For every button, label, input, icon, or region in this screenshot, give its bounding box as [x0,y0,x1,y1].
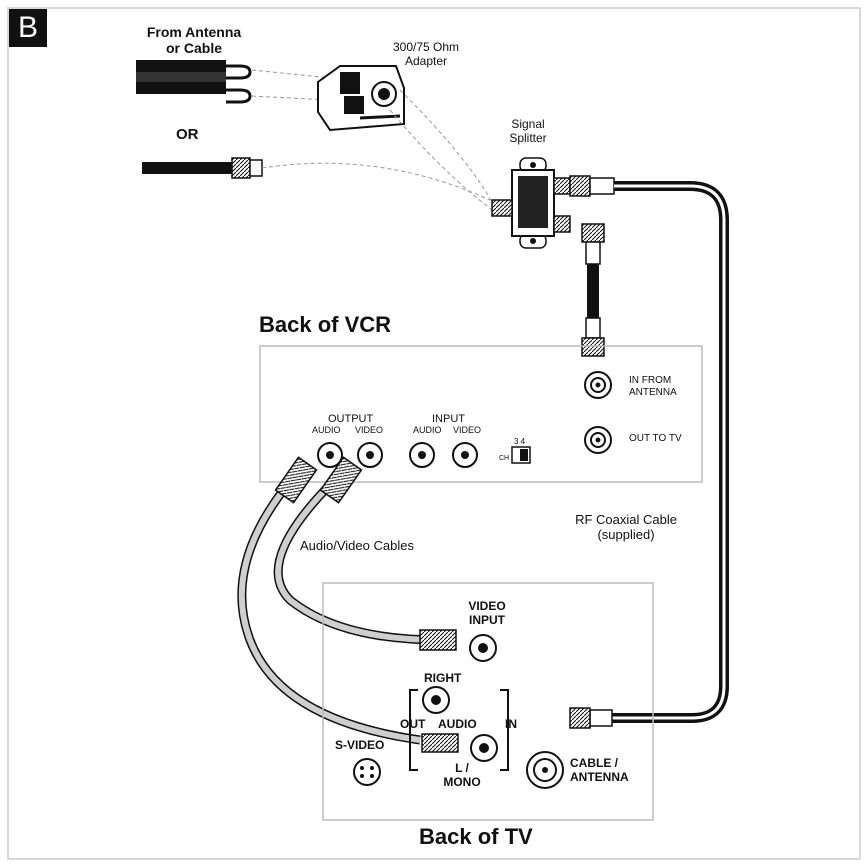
tv-out: OUT [400,717,426,731]
source-label: From Antenna or Cable [146,24,242,57]
figure-badge: B [9,9,47,47]
vcr-output-audio: AUDIO [312,425,341,435]
coax-source [142,157,263,179]
vcr-input-label: INPUT [432,413,465,425]
vcr-out-to-tv: OUT TO TV [629,433,682,444]
splitter-to-vcr-cable [581,223,605,357]
tv-l-mono: L / MONO [443,761,481,789]
or-label: OR [176,126,199,143]
vcr-output-video: VIDEO [355,425,384,435]
vcr-input-audio: AUDIO [413,425,442,435]
adapter-block [317,65,405,132]
tv-panel [322,582,654,821]
vcr-input-video: VIDEO [453,425,482,435]
splitter-label: Signal Splitter [509,117,547,145]
vcr-ch-values: 3 4 [514,437,526,446]
rf-coaxial-cable [569,175,729,729]
vcr-in-from-antenna: IN FROM ANTENNA [629,375,677,398]
twin-lead-wire [136,60,252,104]
rf-cable-label: RF Coaxial Cable (supplied) [575,512,677,542]
tv-title: Back of TV [419,824,533,849]
vcr-jacks [317,371,612,468]
audio-video-cables [237,456,459,753]
tv-video-input: VIDEO INPUT [468,599,506,627]
tv-in: IN [505,717,517,731]
vcr-ch-label: CH [499,455,510,462]
tv-cable-antenna: CABLE / ANTENNA [570,756,629,784]
vcr-title: Back of VCR [259,312,392,337]
signal-splitter [491,157,571,249]
av-cables-label: Audio/Video Cables [300,538,414,553]
tv-s-video: S-VIDEO [335,738,385,752]
tv-right: RIGHT [424,671,462,685]
figure-frame [7,7,861,860]
tv-jacks [353,634,564,789]
vcr-panel [259,345,703,483]
vcr-output-label: OUTPUT [328,413,374,425]
tv-audio: AUDIO [438,717,477,731]
adapter-label: 300/75 Ohm Adapter [392,40,460,68]
